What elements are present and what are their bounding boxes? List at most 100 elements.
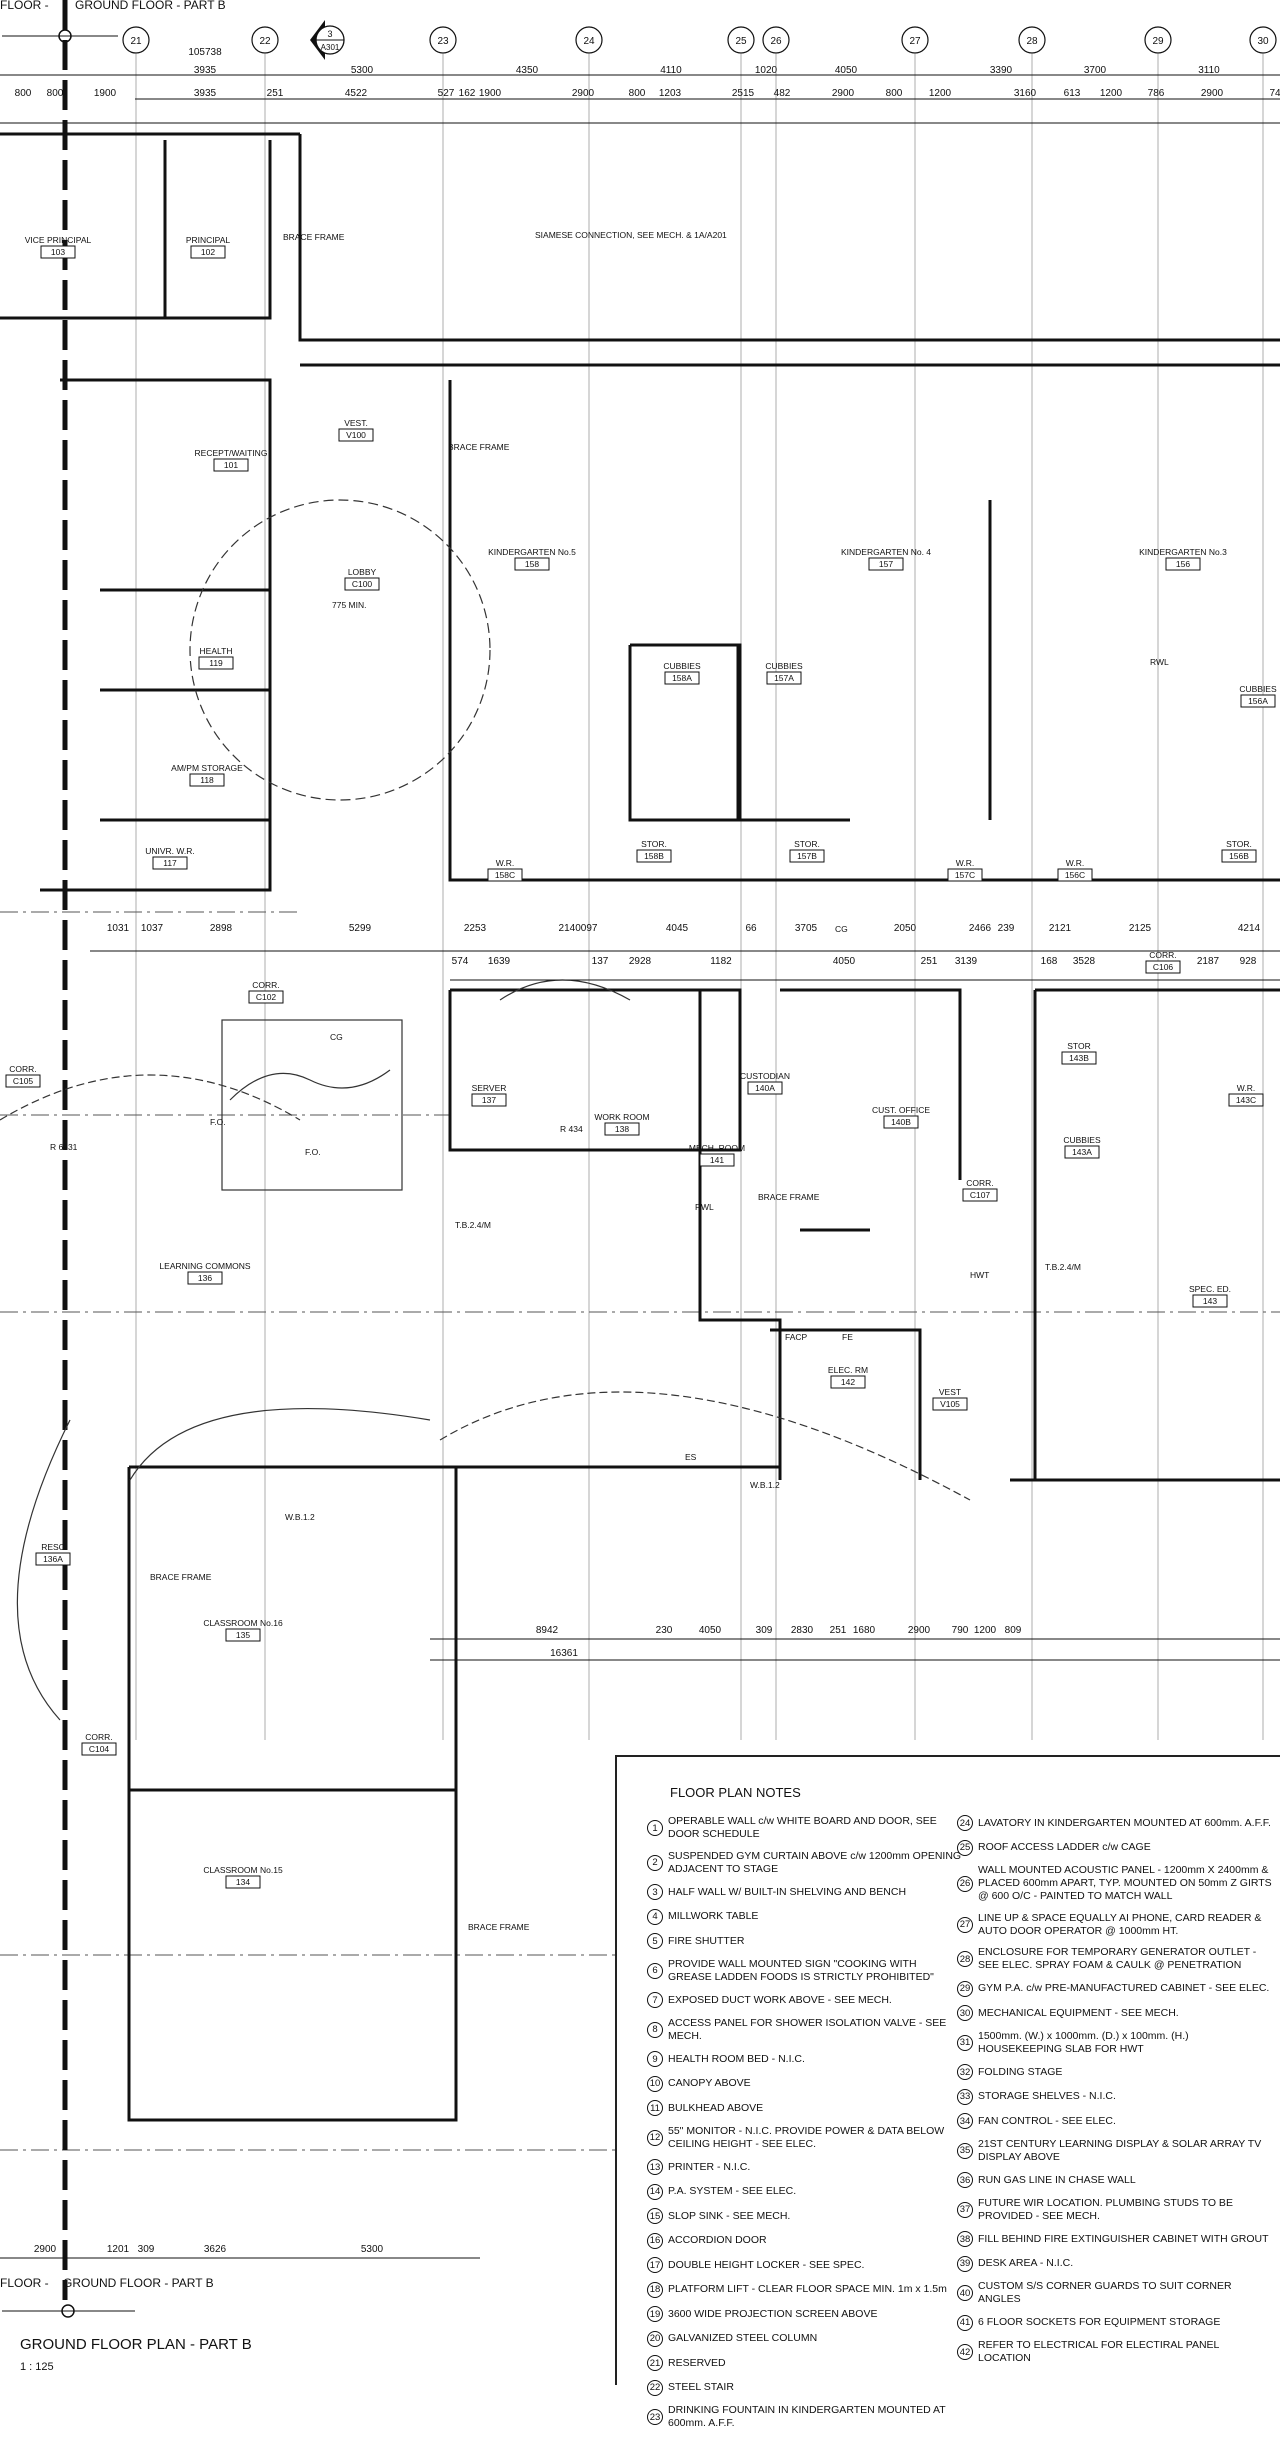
room-number: 157B: [797, 851, 817, 861]
room-number: 119: [209, 658, 223, 668]
grid-bubble: 29: [1144, 26, 1172, 54]
room-number: 158C: [495, 870, 515, 880]
room-label: AM/PM STORAGE 118: [171, 763, 243, 787]
room-number: 157C: [955, 870, 975, 880]
note-text: HALF WALL W/ BUILT-IN SHELVING AND BENCH: [668, 1885, 907, 1898]
room-number: 157A: [774, 673, 794, 683]
grid-bubble-label: 22: [259, 36, 271, 47]
dimension-top-row3: 527: [438, 88, 455, 99]
room-label: SPEC. ED.143: [1189, 1284, 1231, 1308]
dimension-top-row3: 800: [629, 88, 646, 99]
dimension-corridor-row2: 3139: [955, 956, 978, 967]
dimension-corridor-row1: 1031: [107, 923, 130, 934]
note-text: P.A. SYSTEM - SEE ELEC.: [668, 2185, 797, 2197]
room-number: 138: [615, 1124, 629, 1134]
room-name: ELEC. RM: [828, 1365, 868, 1375]
dimension-south-row1: 8942: [536, 1625, 559, 1636]
room-label: STOR. 156B: [1221, 839, 1257, 863]
room-number: 118: [200, 775, 214, 785]
dimension-corridor-row1: 2050: [894, 923, 917, 934]
room-number: 156B: [1229, 851, 1249, 861]
grid-bubble-label: 28: [1026, 36, 1038, 47]
room-label: CORR.C104: [81, 1732, 117, 1756]
note-text: ACCORDION DOOR: [668, 2234, 767, 2246]
dimension-corridor-row1: 2466: [969, 923, 992, 934]
room-label: CORR.C105: [5, 1064, 41, 1088]
grid-bubble-label: 30: [1257, 36, 1269, 47]
room-number: 140B: [891, 1117, 911, 1127]
room-labels: VICE PRINCIPAL103PRINCIPAL102RECEPT/WAIT…: [5, 235, 1277, 1889]
dimension-top-row3: 1203: [659, 88, 682, 99]
room-label: W.R.157C: [947, 858, 983, 882]
annotation-text: RWL: [695, 1202, 714, 1212]
room-name: STOR.: [1226, 839, 1252, 849]
dimension-corridor-row2: 168: [1041, 956, 1058, 967]
dimension-top-row2: 4050: [835, 65, 858, 76]
room-name: CORR.: [966, 1178, 993, 1188]
room-name: RECEPT/WAITING: [195, 448, 268, 458]
room-name: STOR: [1067, 1041, 1090, 1051]
annotation-text: RWL: [1150, 657, 1169, 667]
annotation-text: HWT: [970, 1270, 989, 1280]
annotation-text: T.B.2.4/M: [455, 1220, 491, 1230]
annotation-text: CG: [835, 924, 848, 934]
grid-bubble-label: 25: [735, 36, 747, 47]
room-name: CUBBIES: [765, 661, 803, 671]
note-text: ENCLOSURE FOR TEMPORARY GENERATOR OUTLET…: [978, 1946, 1257, 1971]
room-name: LEARNING COMMONS: [159, 1261, 250, 1271]
dimension-top-row2: 3390: [990, 65, 1013, 76]
room-name: SERVER: [472, 1083, 507, 1093]
annotation-text: FACP: [785, 1332, 808, 1342]
note-text: GALVANIZED STEEL COLUMN: [668, 2332, 818, 2344]
note-number-badge: 10: [647, 2075, 663, 2092]
room-name: AM/PM STORAGE: [171, 763, 243, 773]
note-text: DESK AREA - N.I.C.: [978, 2257, 1074, 2269]
note-number-badge: 36: [957, 2172, 973, 2188]
note-text: ACCESS PANEL FOR SHOWER ISOLATION VALVE …: [668, 2016, 947, 2042]
dimension-bottom-row: 5300: [361, 2244, 384, 2255]
room-name: PRINCIPAL: [186, 235, 231, 245]
grid-lines: [135, 54, 1264, 1740]
dimension-south-row1: 251: [830, 1625, 847, 1636]
grid-bubble: 21: [122, 26, 150, 54]
room-name: CUSTODIAN: [740, 1071, 790, 1081]
match-line-label-right-top: GROUND FLOOR - PART B: [75, 0, 226, 12]
annotation-text: W.B.1.2: [285, 1512, 315, 1522]
dimension-top-row3: 2900: [1201, 88, 1224, 99]
note-text: LAVATORY IN KINDERGARTEN MOUNTED AT 600m…: [978, 1816, 1271, 1829]
room-name: CUBBIES: [1063, 1135, 1101, 1145]
grid-bubble-label: 24: [583, 36, 595, 47]
room-number: 101: [224, 460, 238, 470]
note-text: REFER TO ELECTRICAL FOR ELECTIRAL PANEL …: [978, 2339, 1219, 2364]
section-marker[interactable]: 3 A301: [310, 20, 345, 60]
grid-bubble: 24: [575, 26, 603, 54]
match-line-label-left-top: FLOOR -: [0, 0, 49, 12]
room-number: 158A: [672, 673, 692, 683]
note-number-badge: 1: [647, 1820, 663, 1836]
section-number: 3: [327, 29, 332, 39]
dimension-corridor-row1: 66: [745, 923, 757, 934]
room-number: 143B: [1069, 1053, 1089, 1063]
